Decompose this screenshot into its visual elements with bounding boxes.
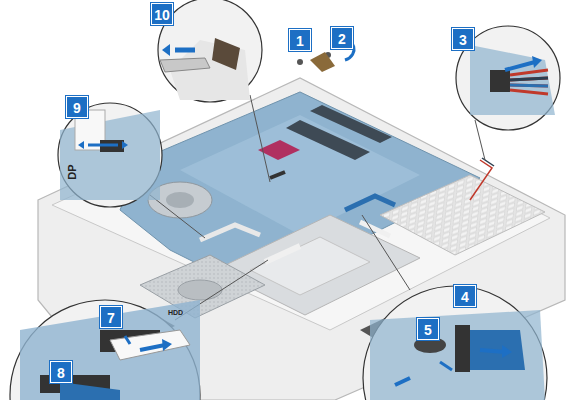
callout-number: 5 bbox=[417, 318, 439, 340]
callout-number: 8 bbox=[50, 361, 72, 383]
port-label: DP bbox=[66, 164, 78, 179]
board-label: HDD bbox=[168, 309, 183, 317]
callout-number: 10 bbox=[151, 3, 173, 25]
callout-number: 7 bbox=[100, 306, 122, 328]
callout-number: 2 bbox=[331, 27, 353, 49]
callout-number: 3 bbox=[452, 28, 474, 50]
callout-number: 1 bbox=[289, 29, 311, 51]
callout-number: 4 bbox=[454, 285, 476, 307]
callout-number: 9 bbox=[66, 96, 88, 118]
